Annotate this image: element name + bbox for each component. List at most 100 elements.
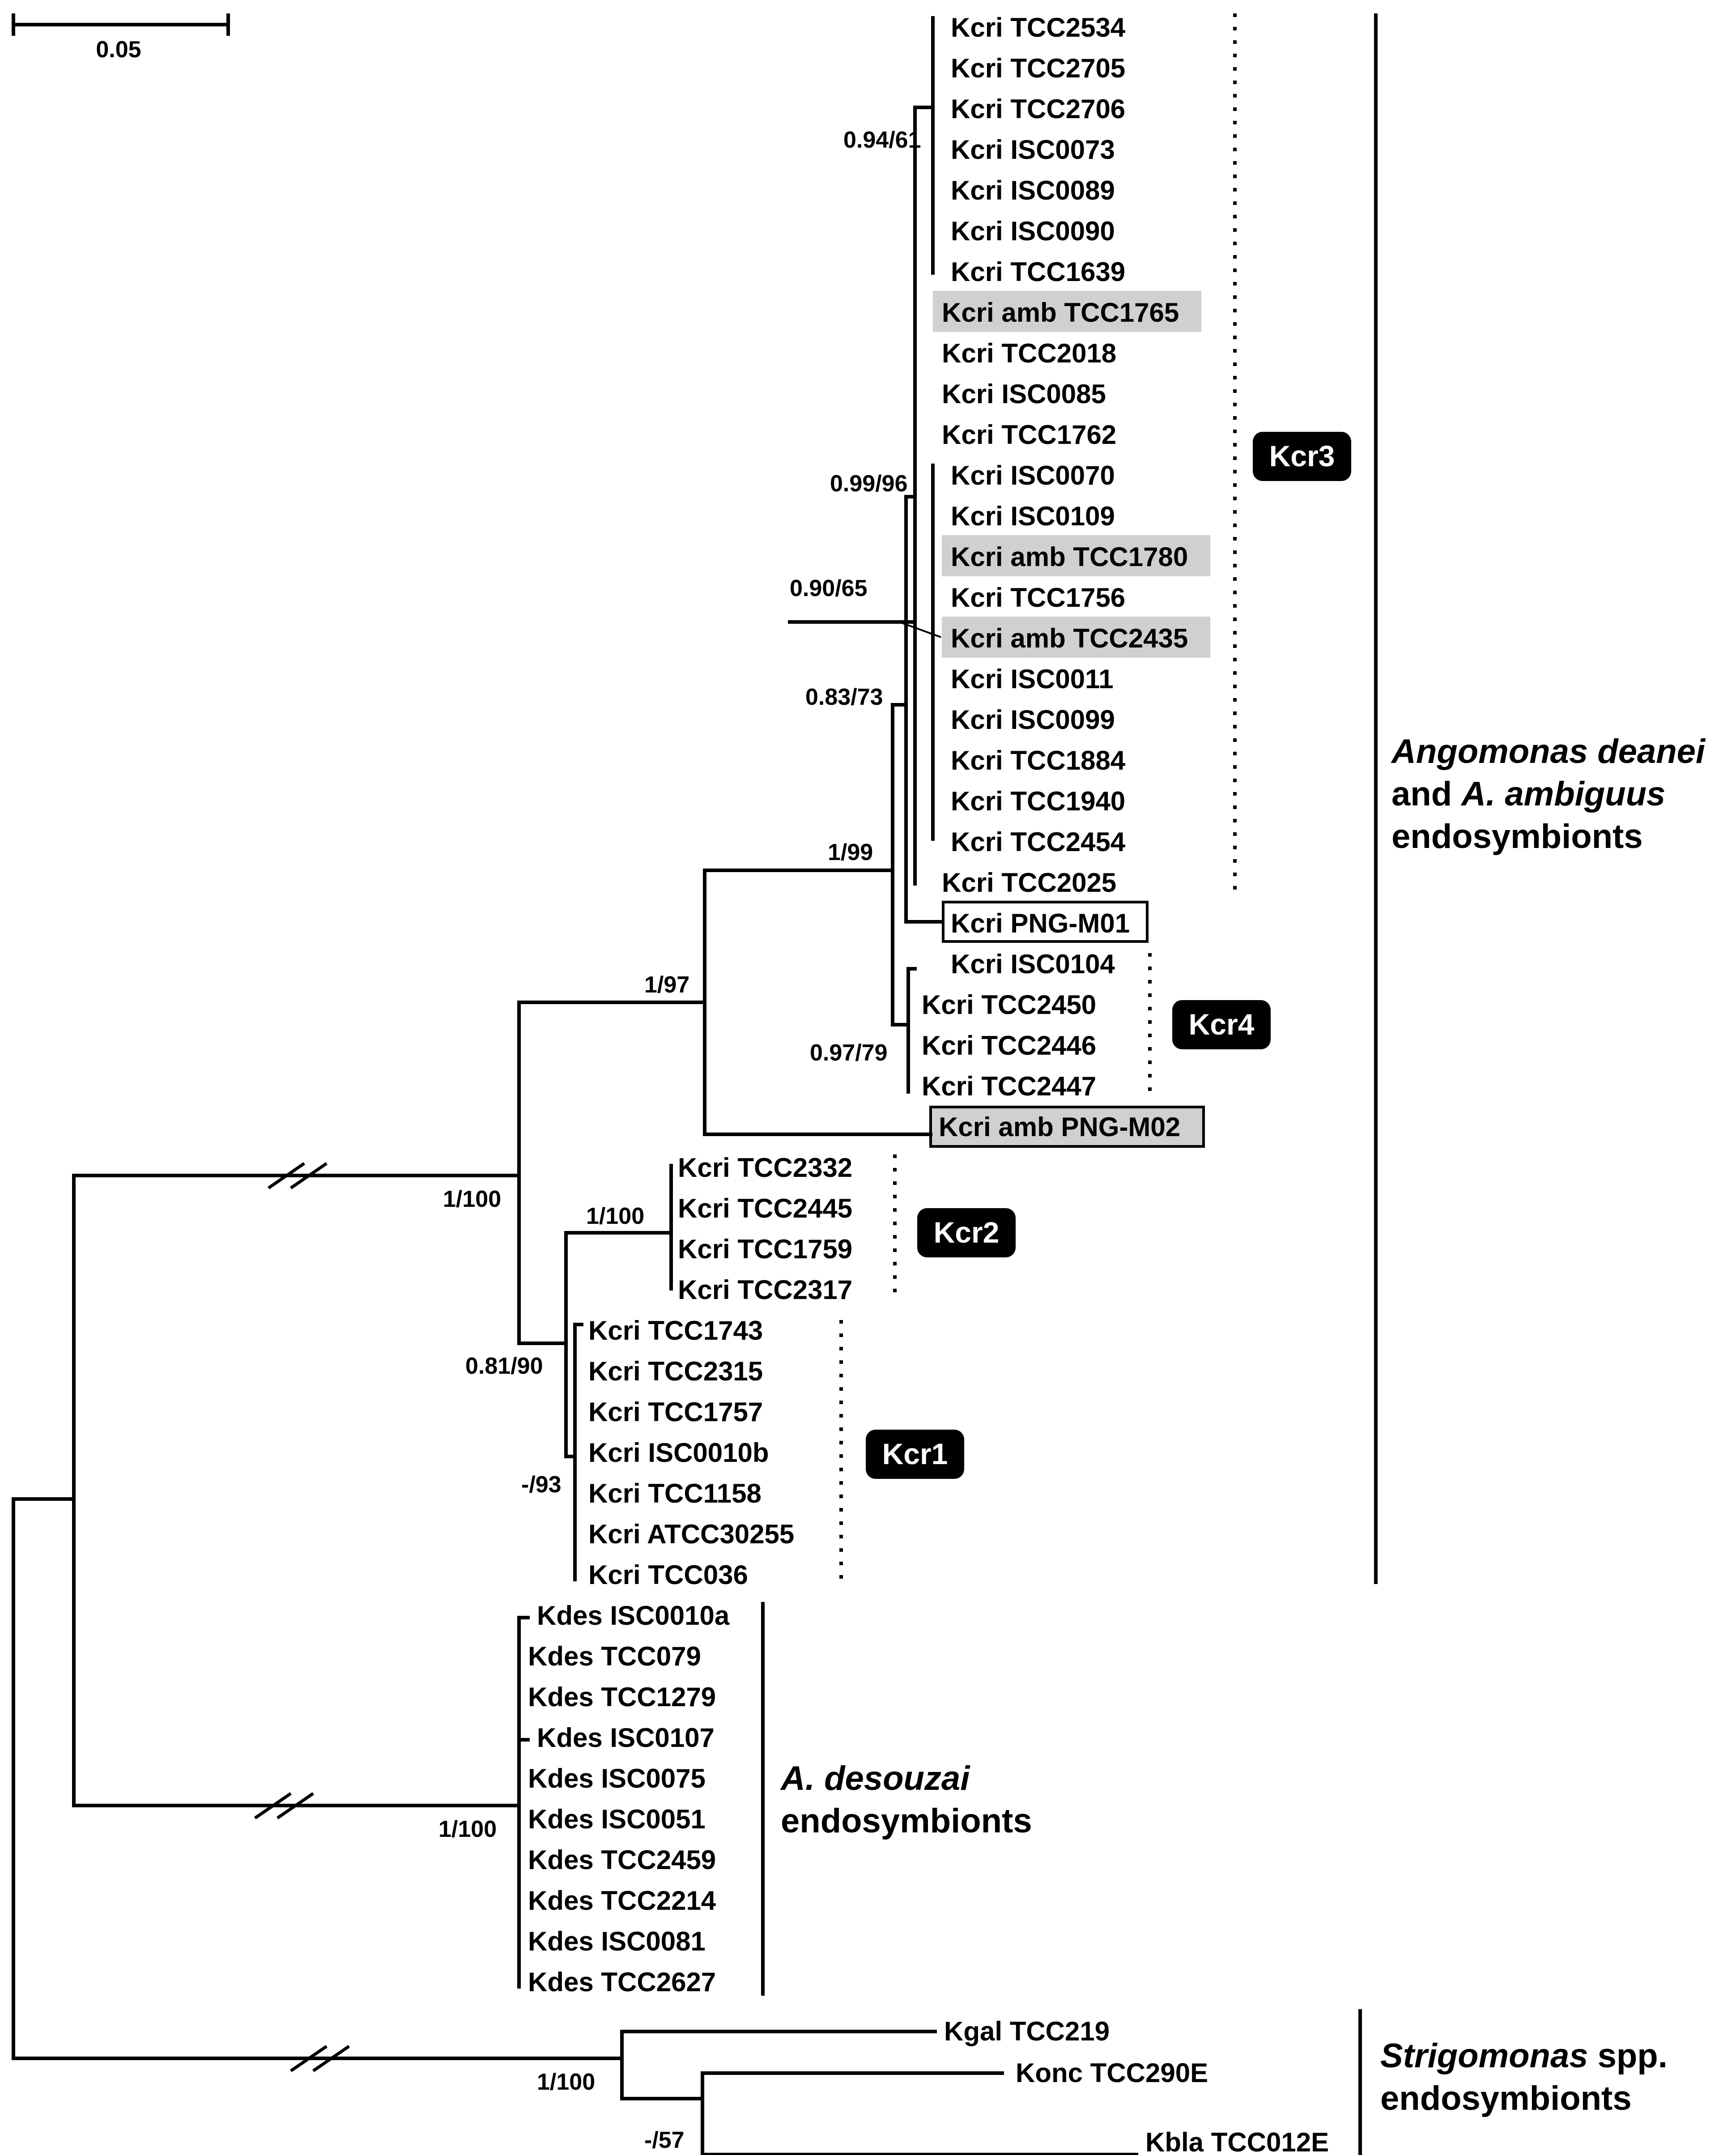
group-labels: Angomonas deanei and A. ambiguus endosym…	[780, 733, 1706, 2117]
tree-branches	[12, 16, 1138, 2155]
tip-label: Konc TCC290E	[1016, 2058, 1208, 2088]
tip-label: Kcri ISC0010b	[588, 1438, 769, 1468]
support-value: 0.94/61	[843, 127, 921, 153]
tip-label: Kcri TCC2445	[678, 1193, 852, 1223]
group-angomonas-line2-italic: A. ambiguus	[1460, 775, 1665, 813]
tip-label: Kdes ISC0107	[537, 1723, 715, 1753]
tip-label: Kcri amb TCC1780	[951, 542, 1188, 572]
tip-label: Kcri TCC2447	[922, 1071, 1096, 1101]
tip-label: Kcri TCC1639	[951, 257, 1125, 287]
support-value: 0.99/96	[830, 471, 908, 497]
support-values: 0.94/61 0.99/96 0.90/65 0.83/73 1/99 1/9…	[438, 127, 921, 2153]
group-angomonas-line3: endosymbionts	[1391, 818, 1643, 856]
clade-badges: Kcr3 Kcr4 Kcr2 Kcr1	[866, 432, 1351, 1479]
badge-kcr2	[917, 1208, 1016, 1257]
tip-label: Kcri TCC2317	[678, 1275, 852, 1305]
group-desouzai-line2: endosymbionts	[781, 1802, 1032, 1840]
group-strigomonas-genus: Strigomonas	[1380, 2037, 1588, 2075]
highlight-tcc1780	[942, 535, 1210, 576]
tip-label: Kdes TCC2627	[528, 1967, 716, 1997]
support-value: 1/100	[438, 1816, 497, 1842]
tip-label: Kcri TCC2450	[922, 990, 1096, 1020]
group-bars	[761, 13, 1378, 2155]
clade-dot-lines	[839, 13, 1237, 1584]
group-strigomonas-spp: spp.	[1588, 2037, 1668, 2075]
tip-labels: Kcri TCC2534 Kcri TCC2705 Kcri TCC2706 K…	[528, 13, 1329, 2155]
tip-label: Kbla TCC012E	[1145, 2127, 1329, 2155]
badge-kcr3-label: Kcr3	[1269, 439, 1335, 473]
group-desouzai-line1: A. desouzai	[780, 1759, 970, 1797]
support-value: 0.97/79	[810, 1040, 888, 1066]
tip-label: Kcri TCC1743	[588, 1316, 763, 1346]
tip-label: Kcri TCC1762	[942, 420, 1116, 450]
tip-label: Kcri TCC1940	[951, 786, 1125, 816]
badge-kcr1	[866, 1430, 964, 1479]
tip-label: Kdes TCC1279	[528, 1682, 716, 1712]
tip-highlights	[929, 291, 1210, 1148]
scale-bar-label: 0.05	[96, 37, 141, 63]
tip-label: Kcri ISC0011	[951, 664, 1114, 694]
support-value: 1/97	[644, 972, 689, 998]
tip-label: Kcri TCC2018	[942, 338, 1116, 368]
tip-label: Kcri TCC1759	[678, 1234, 852, 1264]
badge-kcr4-label: Kcr4	[1189, 1008, 1255, 1041]
tip-label: Kcri TCC1884	[951, 745, 1126, 775]
group-strigomonas-line2: endosymbionts	[1380, 2079, 1632, 2117]
box-png-m02	[929, 1106, 1205, 1148]
tip-label: Kcri ISC0089	[951, 175, 1115, 205]
tip-label: Kcri TCC1158	[588, 1478, 762, 1508]
support-value: 1/100	[537, 2069, 595, 2095]
highlight-tcc1765	[933, 291, 1201, 332]
tip-label: Kcri TCC2454	[951, 827, 1126, 857]
tip-label: Kcri ISC0104	[951, 949, 1115, 979]
badge-kcr3	[1253, 432, 1351, 481]
group-strigomonas-line1: Strigomonas spp.	[1380, 2037, 1668, 2075]
tip-label: Kcri PNG-M01	[951, 908, 1130, 938]
tip-label: Kdes TCC2459	[528, 1845, 716, 1875]
support-value: -/93	[521, 1472, 562, 1498]
tip-label: Kdes ISC0081	[528, 1926, 706, 1956]
tip-label: Kcri ISC0099	[951, 705, 1115, 735]
tip-label: Kdes TCC2214	[528, 1886, 716, 1916]
support-value: -/57	[644, 2127, 685, 2153]
tip-label: Kcri TCC2534	[951, 13, 1126, 43]
tip-label: Kcri ISC0070	[951, 460, 1115, 490]
support-value: 1/100	[586, 1203, 644, 1229]
tip-label: Kcri ISC0073	[951, 135, 1115, 165]
tip-label: Kdes ISC0075	[528, 1763, 706, 1793]
group-angomonas-line1: Angomonas deanei	[1391, 733, 1706, 771]
support-value: 0.83/73	[805, 684, 883, 710]
tip-label: Kcri TCC2446	[922, 1031, 1096, 1060]
tip-label: Kcri TCC2315	[588, 1356, 763, 1386]
tip-label: Kcri TCC1757	[588, 1397, 763, 1427]
support-value: 1/99	[828, 839, 873, 865]
tip-label: Kcri TCC2332	[678, 1153, 852, 1183]
group-angomonas-line2: and A. ambiguus	[1391, 775, 1665, 813]
tip-label: Kdes TCC079	[528, 1641, 701, 1671]
branch-break-marks	[254, 1162, 350, 2072]
tip-label: Kcri ISC0109	[951, 501, 1115, 531]
tip-label: Kcri amb PNG-M02	[939, 1112, 1180, 1142]
tip-label: Kgal TCC219	[944, 2016, 1110, 2046]
group-angomonas-line2-plain: and	[1391, 775, 1461, 813]
highlight-tcc2435	[942, 617, 1210, 658]
tip-label: Kcri TCC2025	[942, 868, 1116, 898]
tip-label: Kcri TCC036	[588, 1560, 748, 1590]
scale-bar: 0.05	[12, 13, 230, 63]
tip-label: Kcri TCC2706	[951, 94, 1125, 124]
badge-kcr1-label: Kcr1	[882, 1437, 948, 1470]
tip-label: Kcri ISC0090	[951, 216, 1115, 246]
tip-label: Kcri amb TCC2435	[951, 623, 1188, 653]
tip-label: Kcri amb TCC1765	[942, 298, 1179, 328]
support-value: 0.81/90	[465, 1353, 543, 1379]
tip-label: Kdes ISC0010a	[537, 1601, 730, 1631]
badge-kcr4	[1172, 1000, 1271, 1049]
support-value: 1/100	[443, 1186, 501, 1212]
tip-label: Kcri ATCC30255	[588, 1519, 794, 1549]
badge-kcr2-label: Kcr2	[934, 1216, 1000, 1249]
tip-label: Kdes ISC0051	[528, 1804, 706, 1834]
support-value: 0.90/65	[790, 575, 868, 601]
tip-label: Kcri ISC0085	[942, 379, 1106, 409]
tip-label: Kcri TCC2705	[951, 53, 1125, 83]
